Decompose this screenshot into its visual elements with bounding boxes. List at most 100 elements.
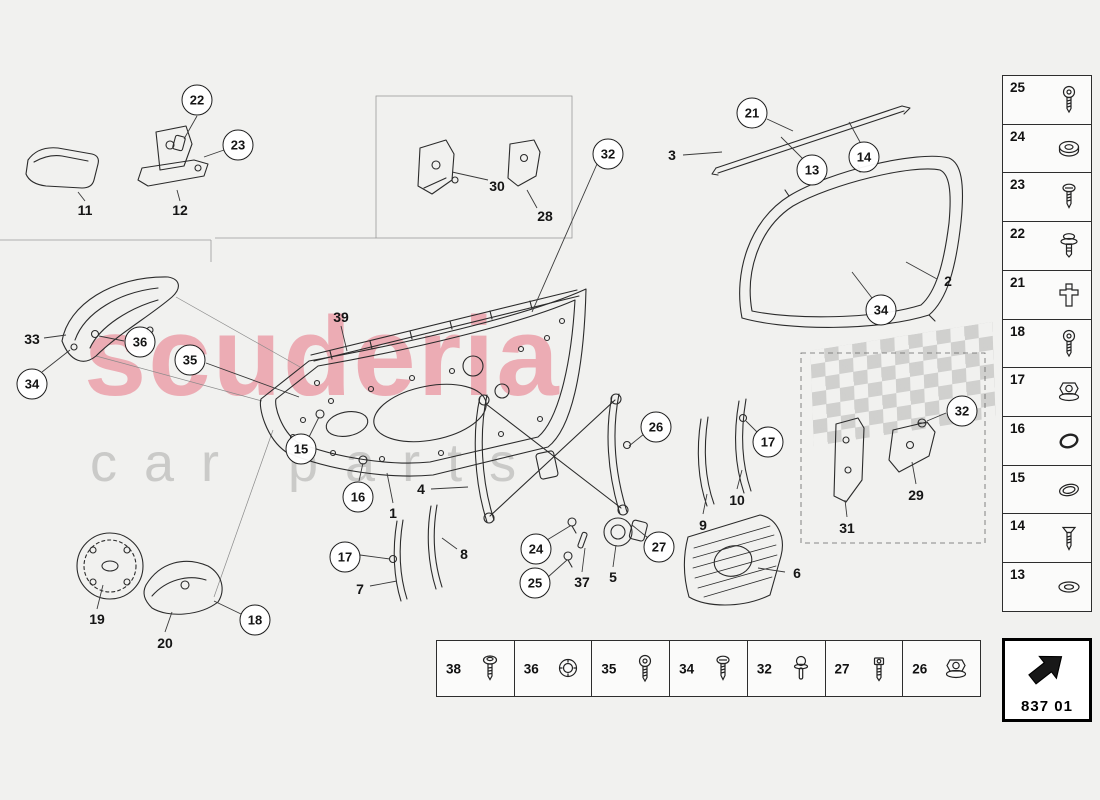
part-callout-circle[interactable]: 23 [222,129,254,161]
countersunk-screw-icon [1056,523,1082,553]
fastener-cell-35[interactable]: 35 [591,640,671,697]
part-callout-label: 33 [24,331,40,347]
part-callout-label: 29 [908,487,924,503]
fastener-bottom-strip: 38 36 35 34 32 27 26 [436,640,982,697]
part-callout-circle[interactable]: 36 [124,326,156,358]
part-callout-circle[interactable]: 18 [239,604,271,636]
fastener-cell-36[interactable]: 36 [513,640,593,697]
fastener-cell-16[interactable]: 16 [1002,415,1092,466]
part-callout-circle[interactable]: 25 [519,567,551,599]
part-callout-circle[interactable]: 14 [848,141,880,173]
fastener-number: 34 [679,661,695,676]
diagram-code-box[interactable]: 837 01 [1002,638,1092,722]
fastener-cell-24[interactable]: 24 [1002,123,1092,174]
part-callout-label: 39 [333,309,349,325]
torx-screw-icon [1056,329,1082,359]
fastener-number: 15 [1010,469,1026,485]
speaker-housing [683,514,783,606]
part-callout-circle[interactable]: 22 [181,84,213,116]
part-callout-label: 4 [417,481,425,497]
fastener-cell-23[interactable]: 23 [1002,172,1092,223]
part-callout-label: 3 [668,147,676,163]
door-check-bracket-group [833,417,936,503]
fastener-cell-18[interactable]: 18 [1002,318,1092,369]
part-callout-label: 2 [944,273,952,289]
part-callout-circle[interactable]: 34 [16,368,48,400]
part-callout-label: 10 [729,492,745,508]
part-callout-circle[interactable]: 17 [752,426,784,458]
flange-nut-icon [943,654,969,684]
fastener-number: 24 [1010,128,1026,144]
part-callout-label: 37 [574,574,590,590]
fastener-sidebar: 25 24 23 22 21 18 17 16 15 14 13 [1002,75,1092,613]
part-callout-circle[interactable]: 15 [285,433,317,465]
part-callout-circle[interactable]: 26 [640,411,672,443]
fastener-cell-22[interactable]: 22 [1002,221,1092,272]
grommet-icon [555,654,581,684]
fastener-number: 14 [1010,518,1026,534]
group-boundary-lines [0,95,986,544]
fastener-cell-21[interactable]: 21 [1002,269,1092,320]
part-callout-label: 31 [839,520,855,536]
rivet-pin-icon [788,654,814,684]
part-callout-label: 5 [609,569,617,585]
fastener-number: 22 [1010,226,1026,242]
part-callout-label: 12 [172,202,188,218]
part-callout-circle[interactable]: 17 [329,541,361,573]
part-callout-label: 1 [389,505,397,521]
fastener-cell-25[interactable]: 25 [1002,75,1092,125]
fastener-number: 38 [446,661,462,676]
part-callout-label: 8 [460,546,468,562]
part-callout-circle[interactable]: 32 [592,138,624,170]
torx-screw-icon [1056,85,1082,115]
arrow-up-right-icon [1028,655,1063,685]
fastener-number: 35 [601,661,617,676]
interior-handle-part [25,147,99,189]
window-molding-strip [711,105,911,176]
part-callout-circle[interactable]: 16 [342,481,374,513]
part-callout-circle[interactable]: 34 [865,294,897,326]
fastener-number: 27 [834,661,850,676]
fastener-number: 21 [1010,274,1026,290]
part-callout-circle[interactable]: 21 [736,97,768,129]
speaker-adapter-parts [76,532,223,615]
part-callout-label: 11 [77,202,93,218]
fastener-number: 17 [1010,372,1026,388]
guide-channels-left [388,504,443,602]
fastener-cell-27[interactable]: 27 [824,640,904,697]
part-callout-label: 7 [356,581,364,597]
fastener-number: 25 [1010,80,1026,95]
part-callout-circle[interactable]: 32 [946,395,978,427]
fastener-cell-15[interactable]: 15 [1002,464,1092,515]
fastener-number: 13 [1010,567,1026,583]
regulator-screws [563,517,588,568]
construction-lines [95,296,301,598]
part-callout-circle[interactable]: 35 [174,344,206,376]
tapping-screw-icon [1056,182,1082,212]
fastener-number: 23 [1010,177,1026,193]
sealing-ring-icon [1056,426,1082,456]
part-callout-circle[interactable]: 24 [520,533,552,565]
fastener-cell-13[interactable]: 13 [1002,562,1092,613]
pan-head-screw-icon [477,654,503,684]
fastener-cell-34[interactable]: 34 [669,640,749,697]
fastener-cell-14[interactable]: 14 [1002,513,1092,564]
fastener-cell-17[interactable]: 17 [1002,367,1092,418]
fastener-number: 16 [1010,420,1026,436]
fastener-cell-26[interactable]: 26 [902,640,982,697]
fastener-cell-32[interactable]: 32 [746,640,826,697]
part-callout-circle[interactable]: 13 [796,154,828,186]
fastener-cell-38[interactable]: 38 [436,640,515,697]
fastener-number: 26 [912,661,928,676]
part-callout-label: 20 [157,635,173,651]
panel-holes [289,317,566,463]
part-callout-circle[interactable]: 27 [643,531,675,563]
expanding-rivet-icon [1056,231,1082,261]
diagram-code: 837 01 [1021,698,1073,715]
part-callout-label: 6 [793,565,801,581]
fastener-number: 36 [523,661,539,676]
door-check-parts [137,125,209,187]
